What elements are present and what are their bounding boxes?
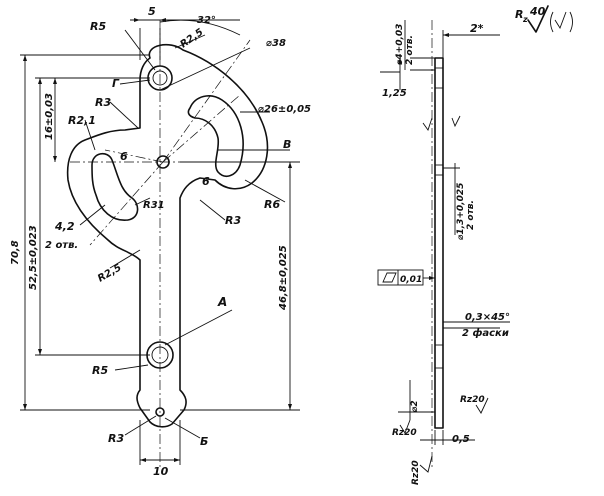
label-gamma: Г: [112, 77, 120, 90]
roughness-value: 40: [529, 5, 546, 18]
dim-d2: ⌀2: [410, 400, 420, 412]
dim-708: 70,8: [10, 240, 21, 265]
dim-d13-sub: 2 отв.: [466, 200, 476, 230]
dim-two-star: 2*: [470, 22, 484, 35]
dim-chamfer: 0,3×45°: [465, 312, 510, 323]
dim-top-5: 5: [148, 5, 156, 18]
label-b-cyr: В: [283, 138, 291, 151]
dim-r5-low: R5: [92, 364, 108, 377]
dim-468: 46,8±0,025: [278, 245, 289, 311]
side-section: [434, 57, 444, 429]
dim-six-right: 6: [202, 175, 210, 188]
surface-roughness-symbol: R z 40: [515, 5, 573, 33]
roughness-prefix: R: [515, 8, 523, 21]
dim-dia26: ⌀26±0,05: [258, 104, 311, 115]
dim-05: 0,5: [452, 434, 470, 445]
dim-525: 52,5±0,023: [28, 225, 39, 290]
rz20-b: Rz20: [392, 428, 417, 438]
roughness-sub: z: [522, 15, 528, 24]
dim-r21: R2,1: [68, 114, 96, 127]
label-be: Б: [200, 435, 208, 448]
side-view: ⌀4+0,03 2 отв. 2* 1,25 ⌀1,3+0,025 2 отв.…: [377, 20, 510, 485]
dim-d13: ⌀1,3+0,025: [456, 183, 466, 240]
dim-dia38: ⌀38: [266, 38, 286, 49]
dim-d4: ⌀4+0,03: [395, 24, 405, 65]
dim-r25-low: R2,5: [96, 262, 124, 284]
dim-r3-upper: R3: [95, 96, 111, 109]
dim-r3-mid: R3: [225, 214, 241, 227]
dim-d4-sub: 2 отв.: [405, 35, 415, 65]
dim-r6: R6: [264, 198, 280, 211]
dim-125: 1,25: [382, 88, 407, 99]
left-arc-slot: [91, 152, 139, 221]
dim-r31: R31: [143, 200, 165, 211]
rz20-c: Rz20: [411, 460, 421, 485]
dim-angle-32: 32°: [197, 15, 216, 26]
right-arc-slot: [187, 95, 244, 177]
dim-six-left: 6: [120, 150, 128, 163]
flatness-frame: [377, 269, 424, 286]
dim-r5-top: R5: [90, 20, 106, 33]
dim-chamfer-sub: 2 фаски: [462, 327, 509, 339]
dim-r25-top: R2,5: [178, 27, 205, 51]
label-a: А: [217, 295, 227, 309]
front-view: 5 32° R5 R2,5 ⌀38 Г R3 R2,1 16±0,03 ⌀26±…: [10, 5, 311, 478]
dim-r3-low: R3: [108, 432, 124, 445]
rz20-a: Rz20: [460, 395, 485, 405]
dim-16: 16±0,03: [44, 93, 55, 140]
part-outline: [66, 43, 269, 428]
dim-42-sub: 2 отв.: [45, 240, 78, 251]
dim-10: 10: [153, 465, 169, 478]
flatness-tol: 0,01: [400, 275, 422, 285]
dim-42: 4,2: [54, 220, 75, 233]
